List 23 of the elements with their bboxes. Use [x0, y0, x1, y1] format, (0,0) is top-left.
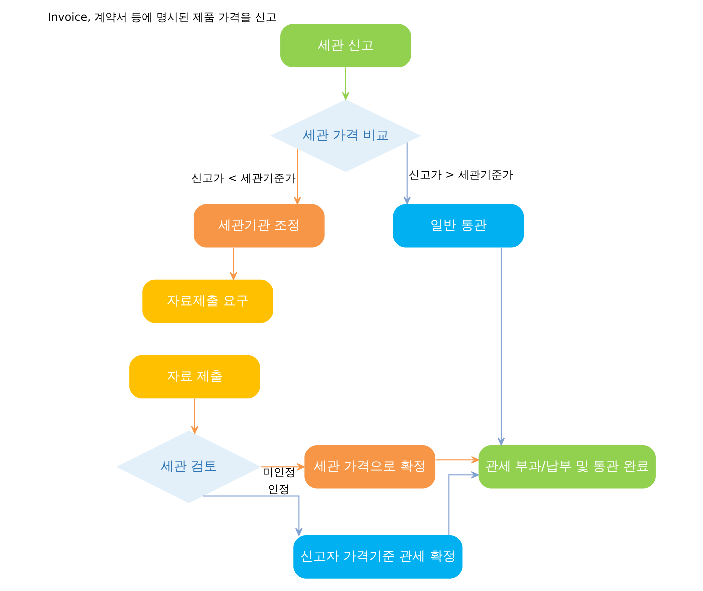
node-box: 세관 신고: [280, 24, 411, 68]
arrow: [293, 149, 301, 205]
node-box: 신고자 가격기준 관세 확정: [293, 536, 462, 579]
node-box: 자료제출 요구: [142, 280, 273, 324]
arrow: [342, 68, 350, 100]
edge-label: 신고가 < 세관기준가: [191, 172, 296, 186]
node-box: 자료 제출: [129, 355, 260, 399]
edge-label: 미인정: [262, 466, 296, 479]
arrow: [230, 248, 237, 280]
node-diamond: 세관 검토: [116, 430, 261, 504]
arrow: [202, 496, 302, 536]
arrow: [448, 472, 479, 536]
arrow: [261, 463, 304, 471]
node-box: 세관 가격으로 확정: [304, 445, 436, 489]
arrow: [435, 456, 479, 464]
arrow: [403, 142, 411, 205]
node-box: 세관기관 조정: [193, 204, 324, 248]
arrow: [497, 248, 505, 446]
arrow: [190, 398, 198, 434]
node-box: 관세 부과/납부 및 통관 완료: [478, 445, 656, 489]
edge-label: 인정: [267, 483, 290, 496]
node-label: Invoice, 계약서 등에 명시된 제품 가격을 신고: [48, 11, 277, 24]
node-box: 일반 통관: [392, 204, 524, 248]
